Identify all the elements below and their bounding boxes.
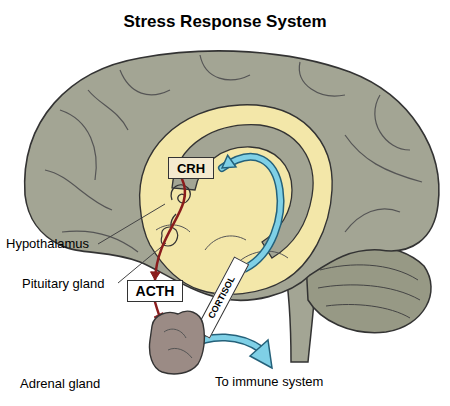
connector-line <box>222 157 280 269</box>
node-label: Adrenal gland <box>20 376 100 391</box>
title-wrap: Stress Response System <box>0 12 450 32</box>
arrowhead <box>222 155 236 168</box>
adrenal-shape <box>148 306 206 376</box>
part-label: Hypothalamus <box>6 236 89 251</box>
node-text: CRH <box>177 162 205 175</box>
feedback-arrow <box>222 155 280 268</box>
connector-line <box>155 179 185 280</box>
adrenal-outline <box>150 311 205 374</box>
cerebellum-fold <box>318 265 420 318</box>
diagram-title: Stress Response System <box>123 12 326 31</box>
label-wrap: Hypothalamus <box>6 236 89 251</box>
immune-arrowhead <box>250 340 272 368</box>
connector-outline <box>222 157 280 269</box>
acth-box: ACTH <box>127 280 183 302</box>
label-wrap: To immune system <box>215 374 323 389</box>
signal-arrow <box>151 179 186 280</box>
arrowhead <box>151 272 161 280</box>
label-wrap: Pituitary gland <box>22 276 104 291</box>
crh-box: CRH <box>168 157 214 179</box>
target-label: To immune system <box>215 374 323 389</box>
adrenal-gland: Adrenal gland <box>148 306 206 376</box>
adrenal-fold <box>164 329 192 358</box>
part-label: Pituitary gland <box>22 276 104 291</box>
node-text: ACTH <box>136 284 175 298</box>
